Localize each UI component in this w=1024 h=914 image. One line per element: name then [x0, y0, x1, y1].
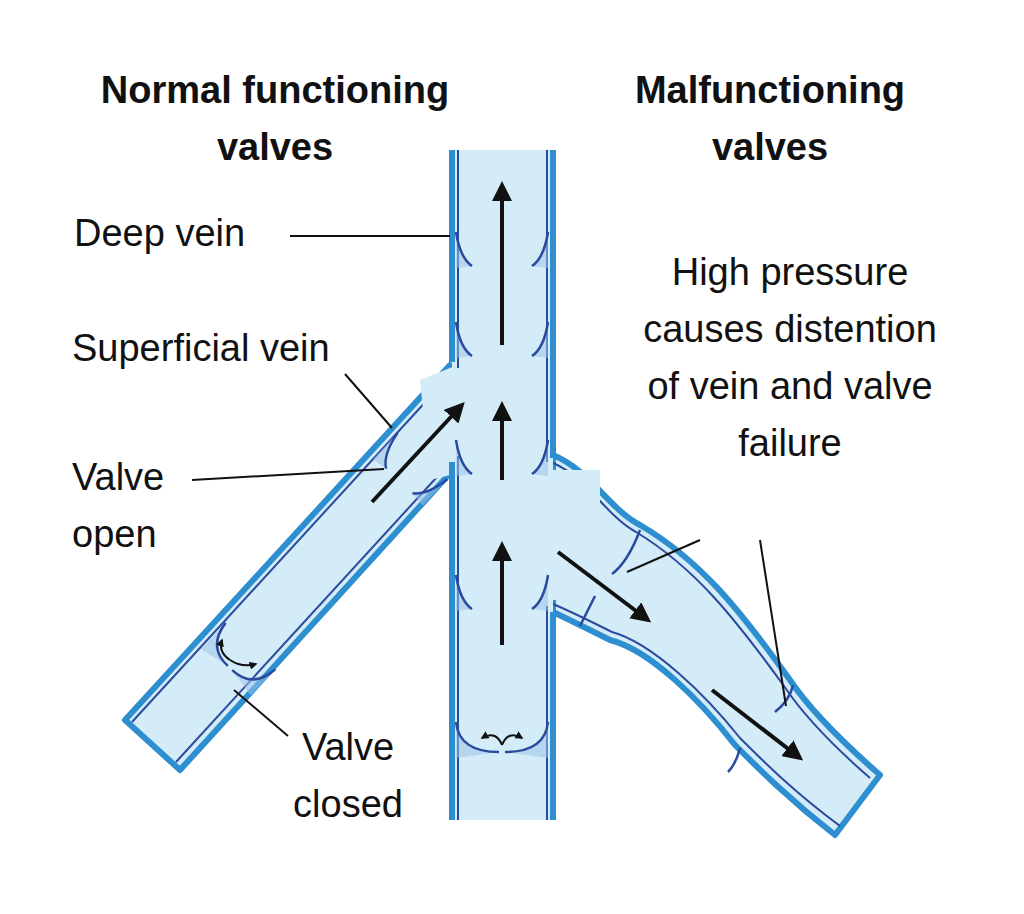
heading: Normal functioning valves: [55, 62, 495, 176]
part-label: Superficial vein: [72, 320, 402, 377]
superficial-vein: [125, 365, 462, 770]
callout-note: High pressure causes distention of vein …: [640, 244, 940, 472]
distended-vein: [553, 455, 880, 835]
part-label: Deep vein: [74, 205, 289, 262]
heading: Malfunctioning valves: [585, 62, 955, 176]
deep-vein: [452, 150, 553, 820]
part-label: Valve open: [72, 449, 192, 563]
part-label: Valve closed: [268, 719, 428, 833]
